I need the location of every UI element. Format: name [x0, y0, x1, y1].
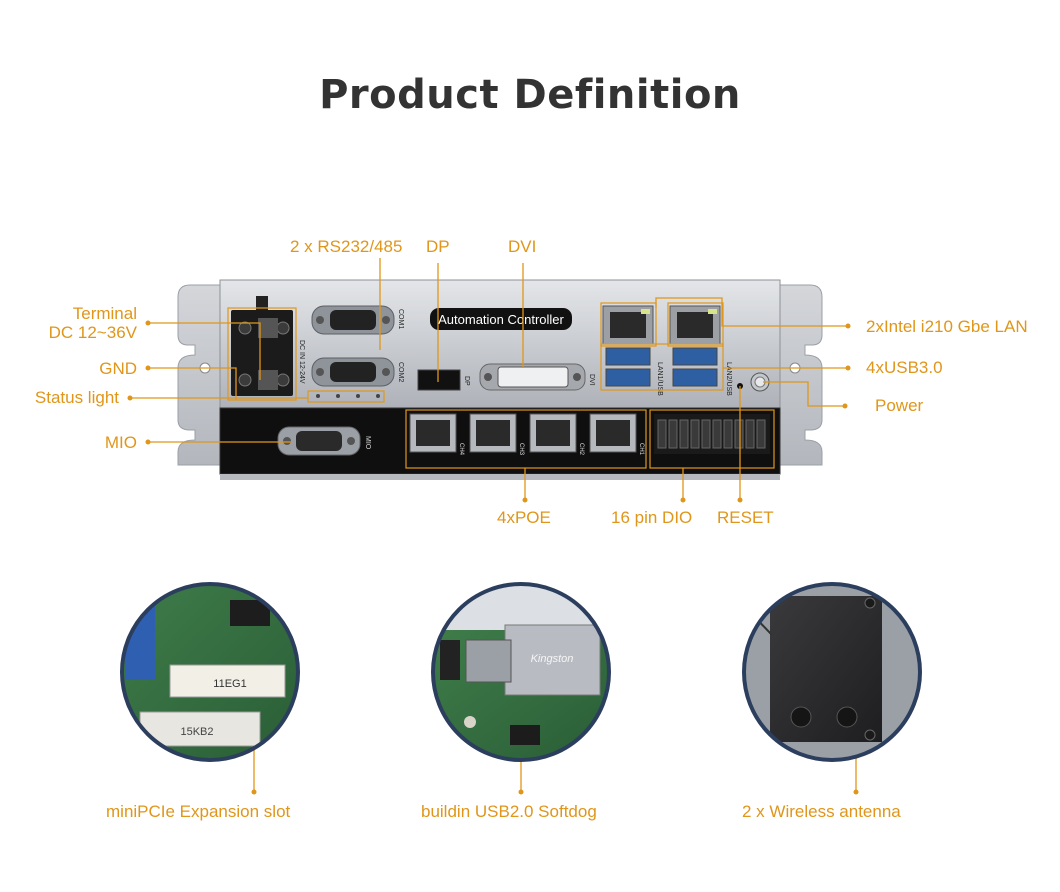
dio-pin [679, 419, 689, 449]
usb-ports [605, 347, 718, 387]
com2-mark: COM2 [397, 362, 404, 382]
dio-pin [657, 419, 667, 449]
lan1-port [602, 305, 654, 345]
dio-pin [734, 419, 744, 449]
left-bracket [177, 284, 221, 466]
dio-pin [756, 419, 766, 449]
dvi-mark: DVI [588, 374, 595, 386]
frame-usb [600, 343, 724, 391]
frame-status [307, 390, 385, 403]
mio-mark: MIO [364, 436, 371, 450]
panel-label [430, 308, 572, 330]
frame-lan2 [667, 302, 724, 347]
label-dp: DP [426, 237, 450, 256]
antenna-hole-2 [836, 706, 858, 728]
page-title: Product Definition [319, 72, 741, 118]
right-bracket [779, 284, 823, 466]
lan2-usb-mark: LAN2/USB [725, 362, 732, 396]
caption-minipcie: miniPCIe Expansion slot [106, 802, 291, 821]
dc-in-mark: DC IN 12-24V [298, 340, 305, 384]
dio-pin [668, 419, 678, 449]
label-poe: 4xPOE [497, 508, 551, 527]
status-leds [316, 394, 380, 398]
label-gnd: GND [99, 359, 137, 378]
com2-port [311, 357, 395, 387]
label-usb: 4xUSB3.0 [866, 358, 943, 377]
ch1-mark: CH1 [638, 443, 644, 456]
dio-pin [712, 419, 722, 449]
caption-antenna: 2 x Wireless antenna [742, 802, 901, 821]
label-power: Power [875, 396, 924, 415]
inset-softdog: Kingston [431, 582, 611, 762]
dp-port [417, 369, 461, 391]
ch3-mark: CH3 [518, 443, 524, 456]
dio-pin [701, 419, 711, 449]
label-lan: 2xIntel i210 Gbe LAN [866, 317, 1028, 336]
label-dio: 16 pin DIO [611, 508, 693, 527]
dio-terminal [654, 414, 770, 454]
inset-antenna [742, 582, 922, 762]
dvi-port [479, 363, 586, 391]
com1-port [311, 305, 395, 335]
ch2-mark: CH2 [578, 443, 584, 456]
mio-port [277, 426, 361, 456]
dio-pin [723, 419, 733, 449]
dio-pin [745, 419, 755, 449]
label-mio: MIO [104, 433, 137, 452]
com1-mark: COM1 [397, 309, 404, 329]
frame-dio [649, 409, 775, 469]
dio-pin [690, 419, 700, 449]
label-terminal-1: Terminal [72, 304, 137, 323]
dp-mark: DP [463, 376, 470, 386]
softdog-chip-text: Kingston [531, 653, 574, 665]
frame-terminal [227, 307, 297, 401]
lan2-port [669, 305, 721, 345]
frame-poe [405, 409, 647, 469]
ch4-mark: CH4 [458, 443, 464, 456]
label-dvi: DVI [508, 237, 537, 256]
minipcie-chip-text-2: 15KB2 [180, 726, 213, 738]
frame-lan1 [600, 302, 657, 347]
caption-softdog: buildin USB2.0 Softdog [421, 802, 597, 821]
panel-text: Automation Controller [438, 312, 564, 327]
label-status-light: Status light [34, 388, 119, 407]
antenna-hole-1 [790, 706, 812, 728]
lan1-usb-mark: LAN1/USB [656, 362, 663, 396]
label-rs232: 2 x RS232/485 [290, 237, 403, 256]
minipcie-chip-text: 11EG1 [213, 678, 246, 690]
device: DC IN 12-24V COM1 COM2 Automation Contro… [177, 279, 823, 480]
label-terminal-2: DC 12~36V [48, 323, 137, 342]
label-reset: RESET [717, 508, 774, 527]
poe-ports [409, 413, 637, 453]
inset-minipcie: 11EG1 15KB2 [120, 582, 300, 762]
